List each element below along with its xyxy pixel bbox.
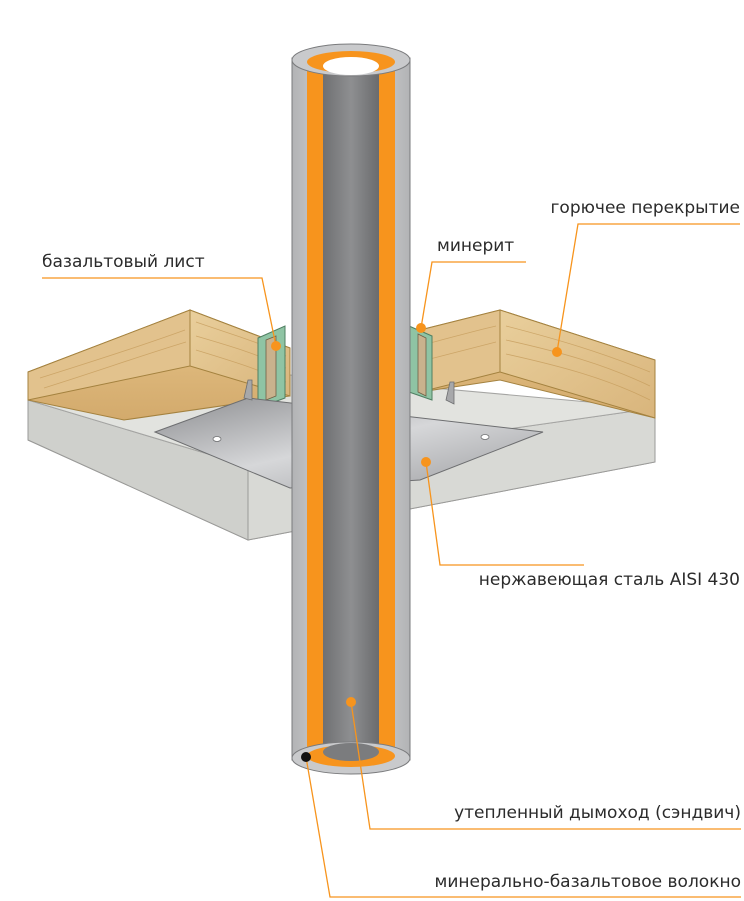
leader-dots bbox=[271, 323, 562, 762]
label-stainless-steel: нержавеющая сталь AISI 430 bbox=[478, 570, 740, 590]
label-basalt-sheet: базальтовый лист bbox=[42, 252, 205, 272]
dot-mineral-basalt-fiber bbox=[301, 752, 311, 762]
label-insulated-chimney: утепленный дымоход (сэндвич) bbox=[454, 803, 741, 823]
wooden-floor-right bbox=[419, 309, 656, 419]
basalt-sheet bbox=[265, 333, 427, 401]
leader-mineral-basalt-fiber bbox=[305, 756, 741, 898]
leader-minerite bbox=[420, 261, 526, 329]
dot-insulated-chimney bbox=[346, 697, 356, 707]
leader-combustible-floor bbox=[556, 223, 740, 353]
dot-stainless-steel bbox=[421, 457, 431, 467]
dot-basalt-sheet bbox=[271, 341, 281, 351]
label-mineral-basalt-fiber: минерально-базальтовое волокно bbox=[434, 872, 742, 892]
leader-lines bbox=[42, 223, 741, 898]
leader-stainless-steel bbox=[425, 461, 584, 566]
label-combustible-floor: горючее перекрытие bbox=[550, 198, 740, 218]
leader-insulated-chimney bbox=[350, 701, 741, 830]
leader-basalt-sheet bbox=[42, 277, 277, 347]
dot-combustible-floor bbox=[552, 347, 562, 357]
label-minerite: минерит bbox=[437, 236, 515, 256]
sandwich-chimney bbox=[291, 43, 411, 775]
dot-minerite bbox=[416, 323, 426, 333]
